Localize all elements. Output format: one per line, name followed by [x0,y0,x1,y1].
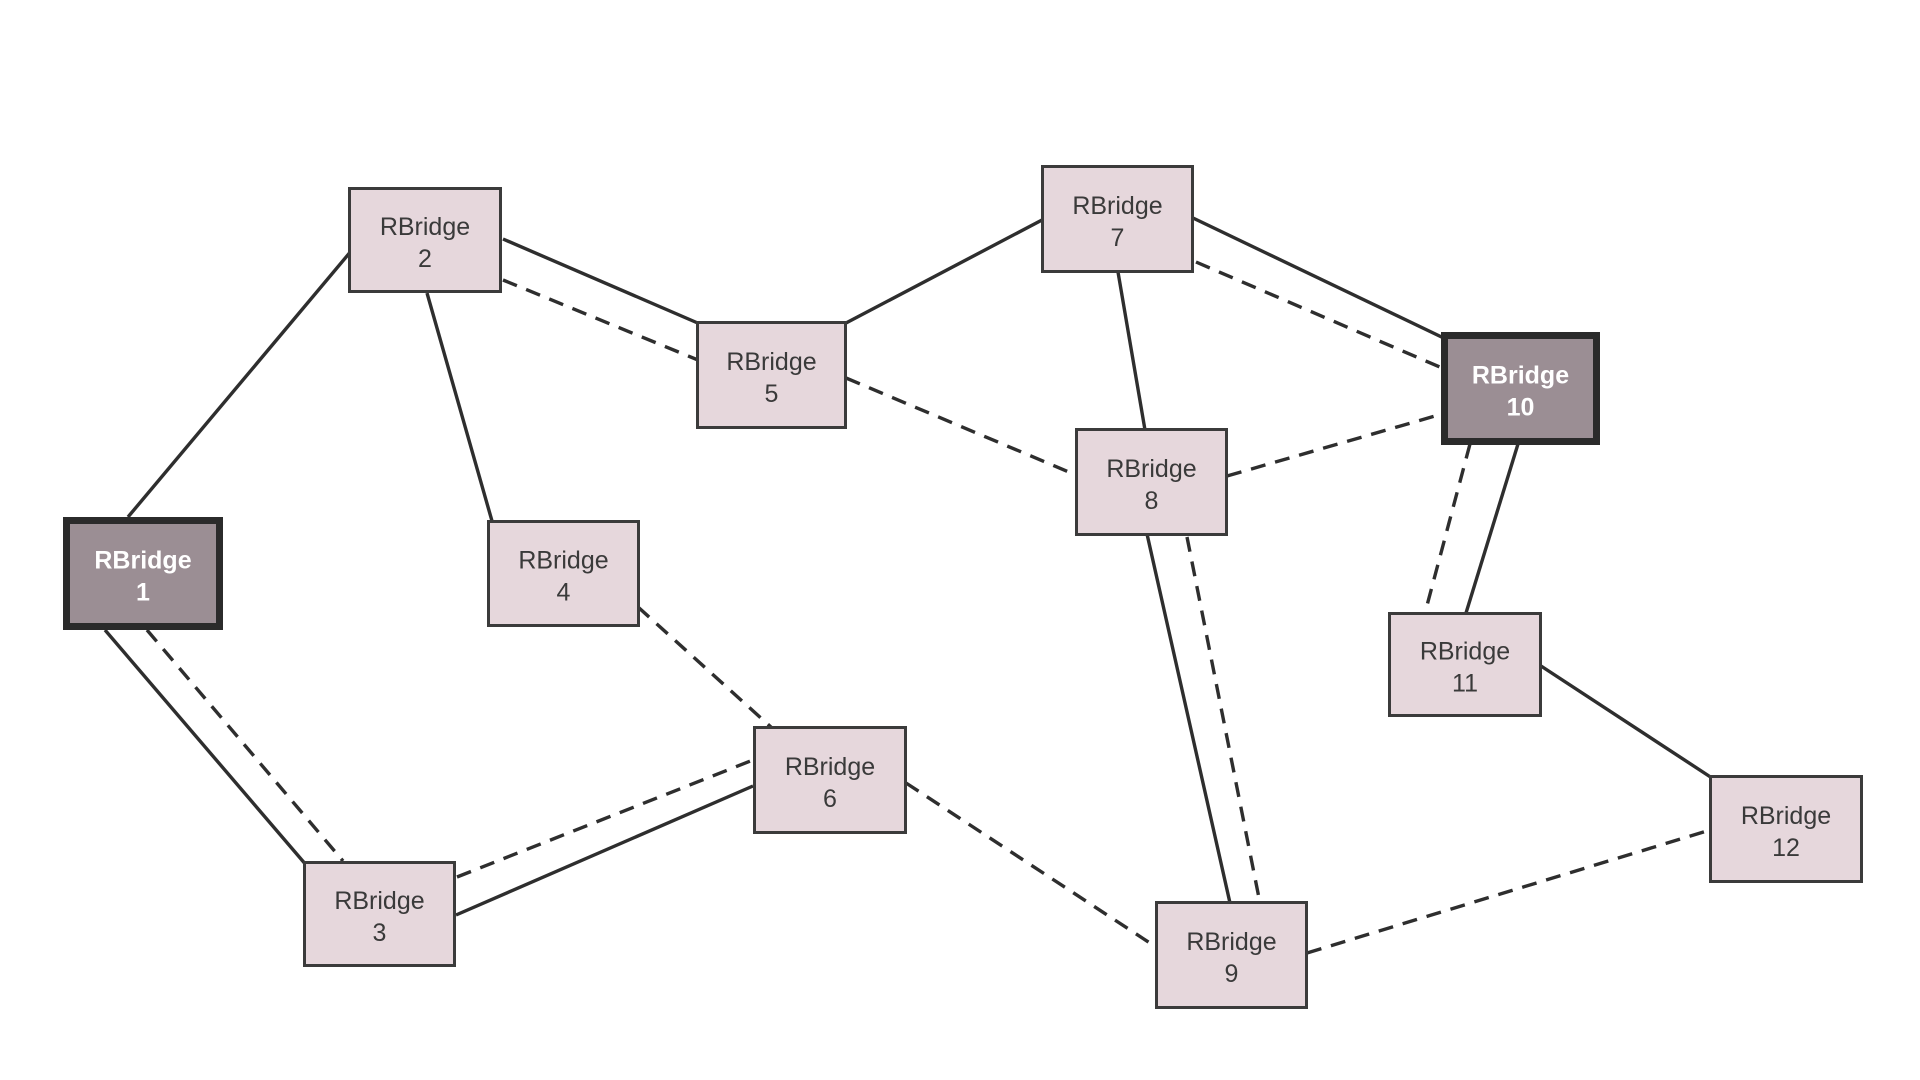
edge-2-5-solid [502,237,701,326]
node-box-6 [753,726,907,834]
edge-2-4-solid [425,292,494,522]
edge-8-9-solid [1145,533,1232,904]
edge-3-6-solid [455,784,754,917]
edge-5-8-dashed [845,376,1077,477]
edge-7-10-dashed [1195,260,1443,370]
edge-3-6-dashed [456,758,754,879]
edge-9-12-dashed [1306,828,1711,955]
edge-8-9-dashed [1185,536,1262,904]
node-box-3 [303,861,456,967]
edge-layer [103,216,1713,955]
edge-10-11-dashed [1423,443,1472,614]
node-box-5 [696,321,847,429]
edge-2-5-dashed [502,278,699,362]
edge-1-3-solid [103,628,309,868]
edge-11-12-solid [1540,664,1713,780]
edge-7-10-solid [1192,216,1453,344]
node-box-8 [1075,428,1228,536]
edge-8-10-dashed [1226,412,1443,478]
node-box-2 [348,187,502,293]
node-box-11 [1388,612,1542,717]
edge-10-11-solid [1464,443,1520,614]
edge-4-6-dashed [636,605,774,730]
edge-6-9-dashed [905,781,1157,949]
edge-7-8-solid [1116,271,1147,431]
node-box-7 [1041,165,1194,273]
edge-5-7-solid [845,218,1043,325]
node-box-1 [63,517,223,630]
edge-1-3-dashed [145,628,345,863]
node-box-10 [1441,332,1600,445]
node-box-12 [1709,775,1863,883]
edge-1-2-solid [126,248,354,519]
node-box-4 [487,520,640,627]
node-box-9 [1155,901,1308,1009]
